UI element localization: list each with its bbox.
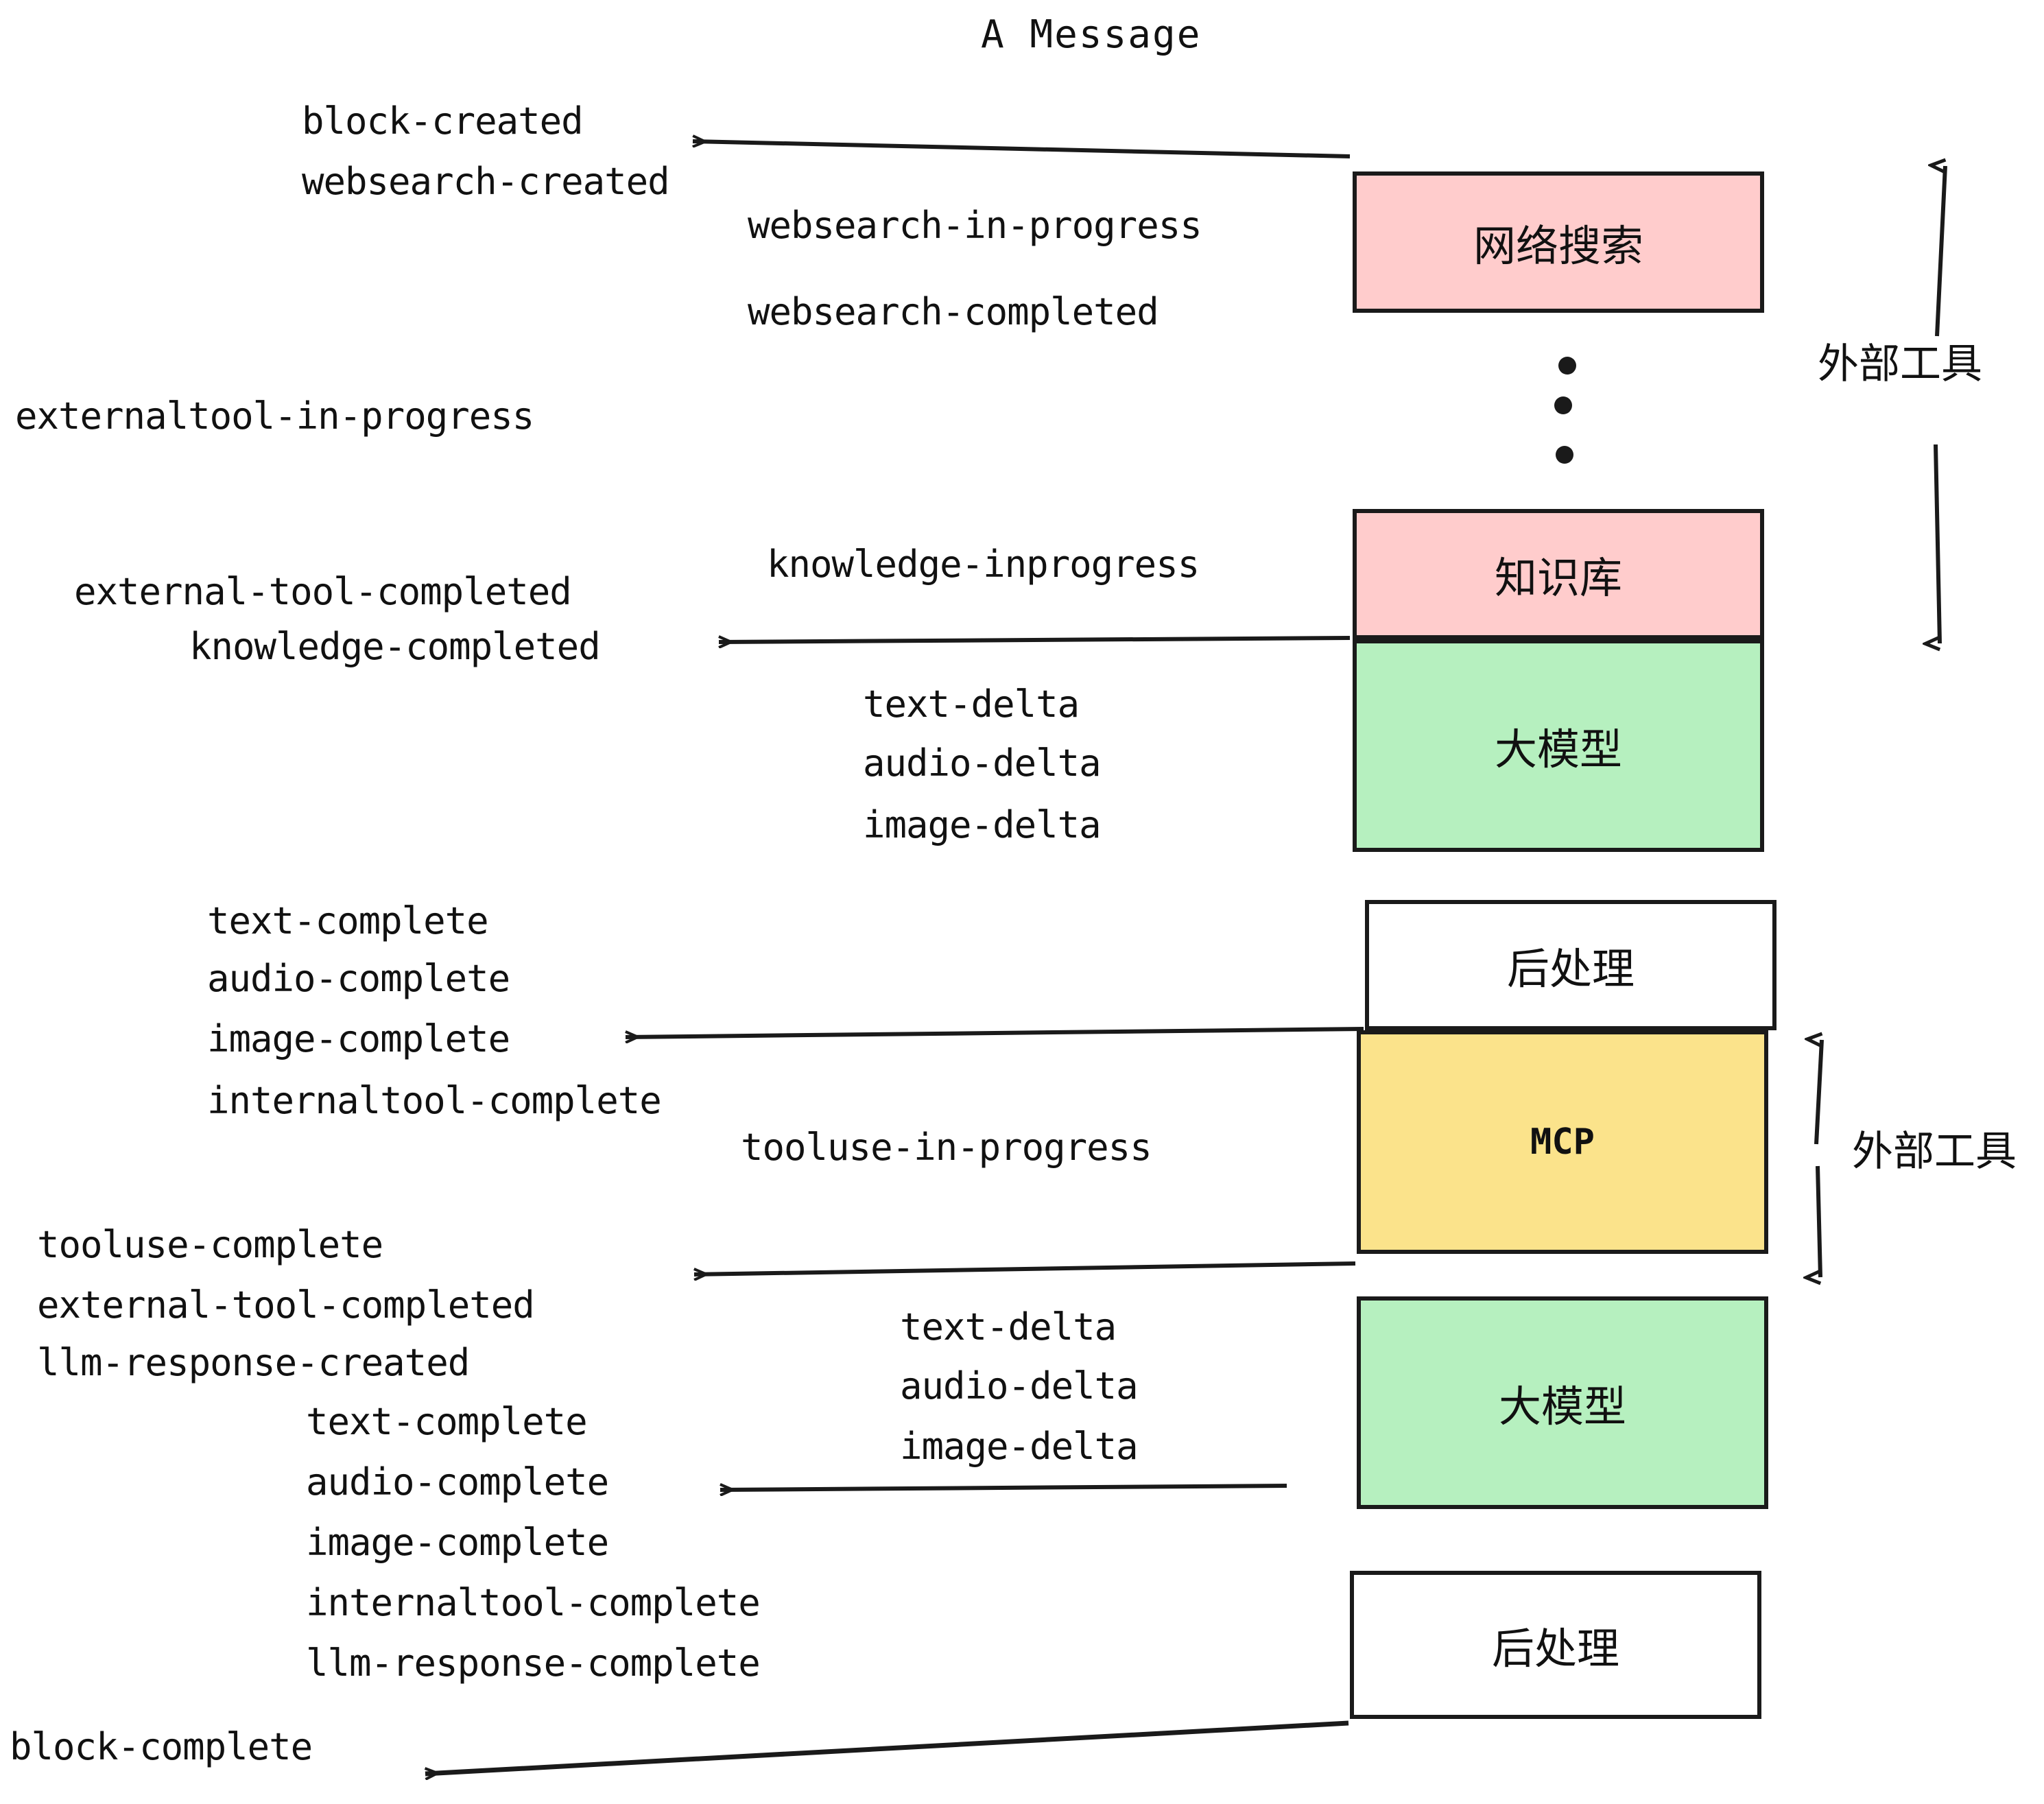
external-tools-arrow-up-bottom <box>1816 1040 1824 1145</box>
external-tools-arrow-down-top <box>1936 444 1942 643</box>
event-label-external-tool-completed-1: external-tool-completed <box>74 570 572 613</box>
event-label-audio-delta-2: audio-delta <box>900 1364 1139 1408</box>
event-label-block-created: block-created <box>302 99 584 143</box>
process-box-label: 后处理 <box>1491 1624 1619 1674</box>
event-label-llm-response-created: llm-response-created <box>37 1341 470 1384</box>
event-label-text-delta-2: text-delta <box>900 1305 1117 1349</box>
event-label-internaltool-complete-2: internaltool-complete <box>306 1581 761 1624</box>
event-label-image-delta-1: image-delta <box>863 803 1102 846</box>
process-box-knowledge: 知识库 <box>1353 509 1764 639</box>
process-box-label: 知识库 <box>1494 553 1622 603</box>
event-label-websearch-created: websearch-created <box>302 160 670 203</box>
side-annotation-external-tools-top: 外部工具 <box>1818 340 1982 388</box>
process-box-label: 后处理 <box>1506 944 1635 994</box>
event-label-image-complete-1: image-complete <box>207 1017 510 1060</box>
arrow-websearch-to-blockcreated <box>693 141 1351 158</box>
event-label-internaltool-complete-1: internaltool-complete <box>207 1079 662 1122</box>
process-box-label: 网络搜索 <box>1473 221 1643 271</box>
event-label-block-complete: block-complete <box>10 1725 313 1768</box>
ellipsis-dot-2 <box>1554 396 1572 414</box>
process-box-postprocess-1: 后处理 <box>1365 900 1776 1030</box>
event-label-websearch-completed: websearch-completed <box>748 290 1159 333</box>
process-box-postprocess-2: 后处理 <box>1350 1571 1761 1719</box>
process-box-llm-2: 大模型 <box>1357 1296 1768 1509</box>
process-box-label: 大模型 <box>1494 724 1622 774</box>
ellipsis-dot-1 <box>1558 357 1576 375</box>
arrow-llm2-to-audiocomplete <box>720 1486 1287 1490</box>
event-label-external-tool-completed-2: external-tool-completed <box>37 1283 535 1327</box>
event-label-text-delta-1: text-delta <box>863 683 1080 726</box>
event-label-audio-complete-1: audio-complete <box>207 957 510 1000</box>
external-tools-arrow-up-top <box>1937 166 1947 337</box>
event-label-audio-delta-1: audio-delta <box>863 741 1102 785</box>
ellipsis-dot-3 <box>1556 446 1573 464</box>
event-label-text-complete-2: text-complete <box>306 1400 588 1443</box>
side-annotation-external-tools-bottom: 外部工具 <box>1852 1128 2017 1176</box>
event-label-tooluse-complete: tooluse-complete <box>37 1223 383 1266</box>
process-box-llm-1: 大模型 <box>1353 639 1764 852</box>
event-label-image-complete-2: image-complete <box>306 1521 609 1564</box>
event-label-knowledge-completed: knowledge-completed <box>189 625 601 668</box>
process-box-label: 大模型 <box>1498 1381 1626 1432</box>
process-box-label: MCP <box>1530 1121 1595 1163</box>
event-label-text-complete-1: text-complete <box>207 899 489 942</box>
event-label-llm-response-complete: llm-response-complete <box>306 1641 761 1685</box>
event-label-websearch-in-progress: websearch-in-progress <box>748 204 1202 247</box>
event-label-tooluse-in-progress: tooluse-in-progress <box>741 1126 1152 1169</box>
arrow-post2-to-blockcomplete <box>425 1720 1349 1774</box>
event-label-image-delta-2: image-delta <box>900 1425 1139 1468</box>
event-label-externaltool-in-progress: externaltool-in-progress <box>15 394 534 438</box>
event-label-audio-complete-2: audio-complete <box>306 1460 609 1504</box>
arrow-knowledge-to-completed <box>719 638 1351 642</box>
process-box-mcp: MCP <box>1357 1030 1768 1254</box>
arrow-mcp-to-tooluse-complete <box>694 1261 1356 1274</box>
page-title: A Message <box>981 12 1202 57</box>
process-box-websearch: 网络搜索 <box>1353 171 1764 313</box>
arrow-post1-to-imagecomplete <box>626 1027 1364 1037</box>
external-tools-arrow-down-bottom <box>1818 1165 1822 1277</box>
event-label-knowledge-inprogress: knowledge-inprogress <box>767 543 1200 586</box>
